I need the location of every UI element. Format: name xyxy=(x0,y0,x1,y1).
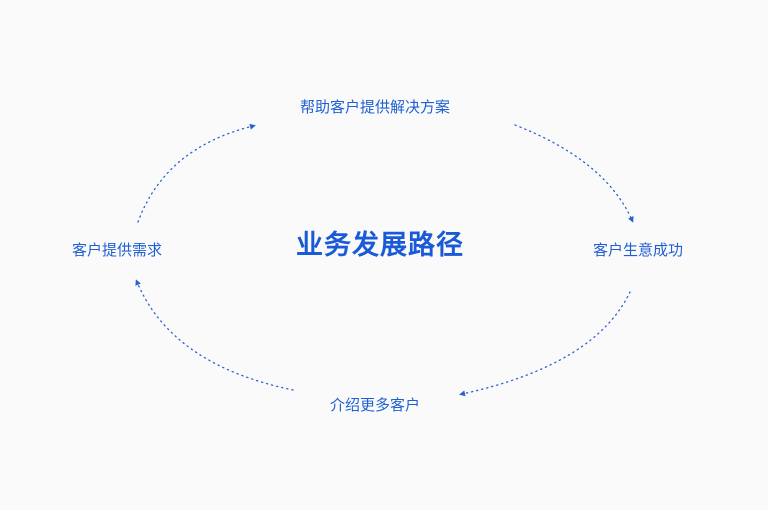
arrow-right-to-bottom xyxy=(459,291,631,397)
arrow-bottom-to-left xyxy=(135,279,294,391)
step-top-label: 帮助客户提供解决方案 xyxy=(299,98,451,116)
step-right-label: 客户生意成功 xyxy=(592,241,684,259)
arrow-top-to-right xyxy=(514,124,634,223)
step-left-label: 客户提供需求 xyxy=(71,241,163,259)
arrow-left-to-top xyxy=(137,123,256,223)
step-bottom-label: 介绍更多客户 xyxy=(329,396,421,414)
center-title: 业务发展路径 xyxy=(296,230,464,261)
